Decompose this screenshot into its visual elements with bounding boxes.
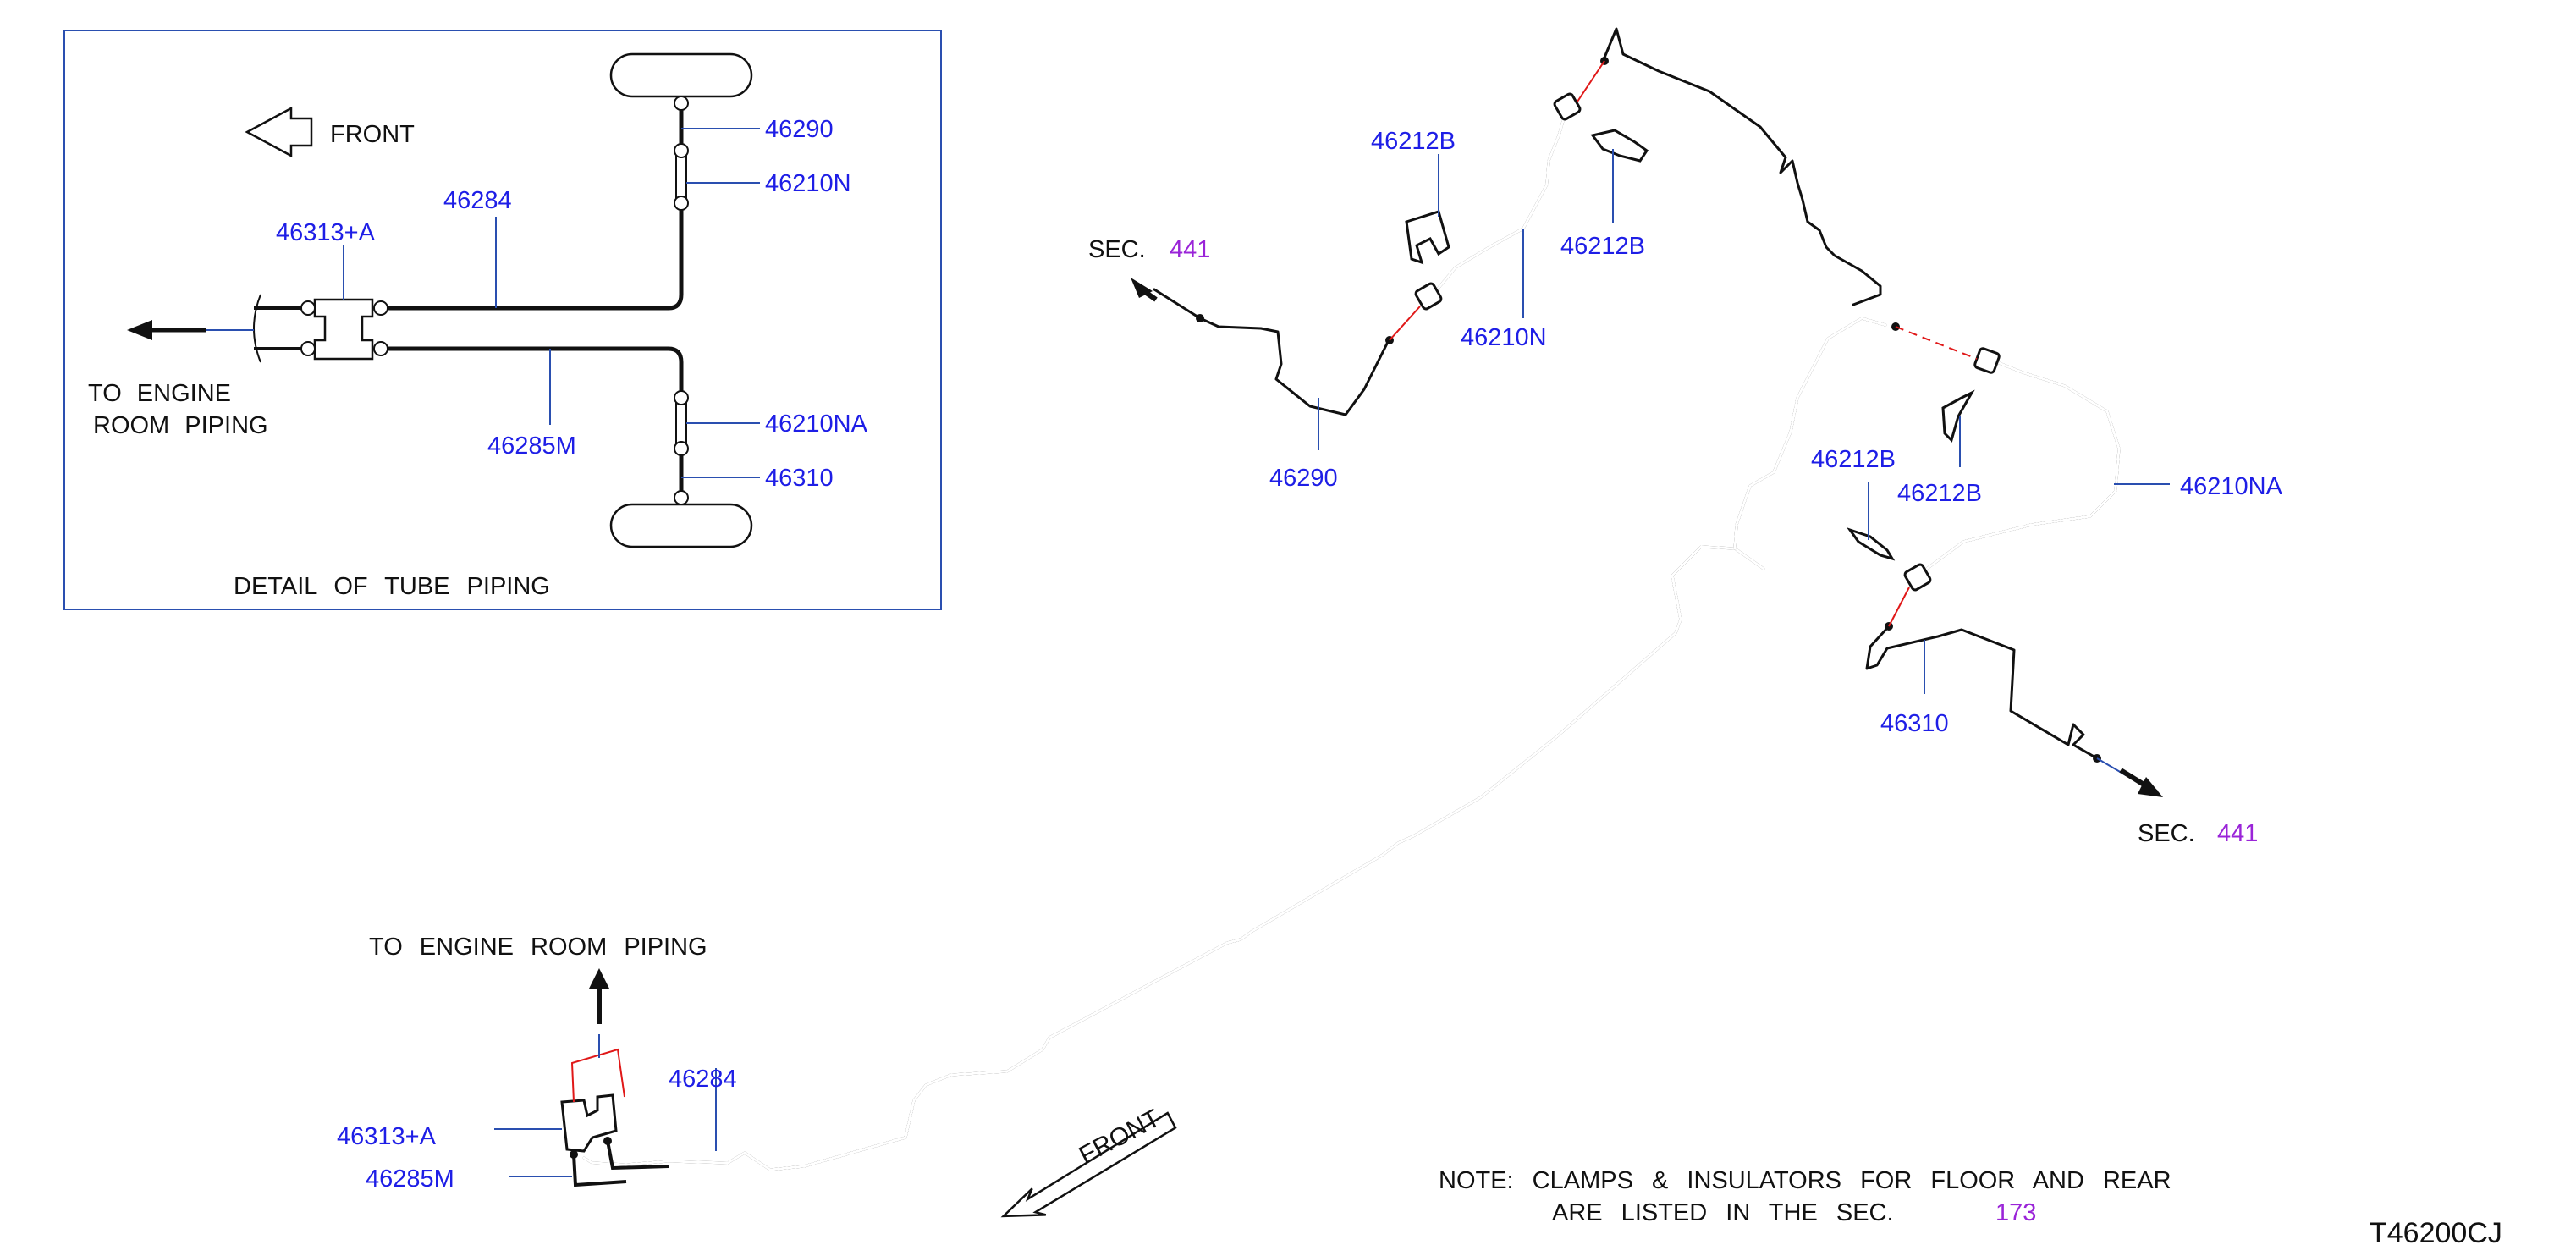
part-46284[interactable]: 46284 [669,1066,737,1093]
main-front-arrow-icon [1000,1111,1177,1218]
detail-panel: FRONT TO ENGINE ROO [63,30,942,610]
sec-right-link[interactable]: 441 [2217,820,2258,847]
detail-part-46284[interactable]: 46284 [443,187,512,214]
detail-part-46310[interactable]: 46310 [765,465,834,492]
detail-frame [63,30,942,610]
detail-part-46313A[interactable]: 46313+A [276,219,376,246]
detail-part-46290[interactable]: 46290 [765,116,834,143]
drawing-code: T46200CJ [2370,1217,2502,1249]
tube-46290 [1198,317,1390,416]
note-sec-link[interactable]: 173 [1995,1199,2036,1226]
main-brake-tube-46284 [582,317,1887,1171]
sec-left-link[interactable]: 441 [1170,236,1210,263]
detail-pipe-upper [381,96,684,311]
sec-left-prefix: SEC. [1088,236,1146,263]
sec-right-prefix: SEC. [2138,820,2195,847]
main-drawing: 46212B 46212B 46210N 46290 SEC. 441 4621… [337,27,2502,1249]
note-line2: ARE LISTED IN THE SEC. [1552,1199,1894,1226]
detail-part-46285M[interactable]: 46285M [487,432,576,460]
clip-46212B-mid [1847,527,1896,561]
detail-part-46210N[interactable]: 46210N [765,170,851,197]
part-46310[interactable]: 46310 [1880,710,1949,737]
part-46212B-top[interactable]: 46212B [1371,128,1456,155]
detail-connector-46313 [313,298,374,361]
front-arrow-icon [245,106,313,158]
wheel-lower-icon [609,503,753,548]
rear-tube-left [1603,27,1882,306]
main-front-label: FRONT [1075,1105,1165,1171]
detail-part-46210NA[interactable]: 46210NA [765,410,868,438]
connector-46313A [560,968,669,1187]
to-engine-room-arrow-icon [589,968,609,989]
to-engine-room-label: TO ENGINE ROOM PIPING [369,934,707,961]
part-46210N[interactable]: 46210N [1461,324,1547,351]
part-46290[interactable]: 46290 [1269,465,1338,492]
hose-46210NA [1903,347,2121,592]
hose-46210N [1414,92,1582,311]
part-46212B-right[interactable]: 46212B [1560,233,1645,260]
detail-pipe-lower [381,346,684,504]
part-46212B-mid2[interactable]: 46212B [1897,480,1982,507]
to-engine-arrow-icon [127,320,152,340]
detail-caption: DETAIL OF TUBE PIPING [234,573,550,600]
detail-to-engine-line2: ROOM PIPING [93,412,268,439]
detail-to-engine-line1: TO ENGINE [88,380,231,407]
tube-46310 [1865,625,2099,760]
part-46212B-mid[interactable]: 46212B [1811,446,1896,473]
part-46285M[interactable]: 46285M [366,1165,454,1193]
note-line1: NOTE: CLAMPS & INSULATORS FOR FLOOR AND … [1439,1167,2171,1194]
clip-46212B-right [1590,129,1649,163]
part-46313A[interactable]: 46313+A [337,1123,437,1150]
wheel-upper-icon [609,52,753,98]
clip-46212B-mid2 [1941,389,1975,443]
clip-46212B-upper [1405,210,1450,265]
detail-joints [674,96,689,505]
detail-front-label: FRONT [330,121,415,148]
part-46210NA[interactable]: 46210NA [2180,473,2283,500]
